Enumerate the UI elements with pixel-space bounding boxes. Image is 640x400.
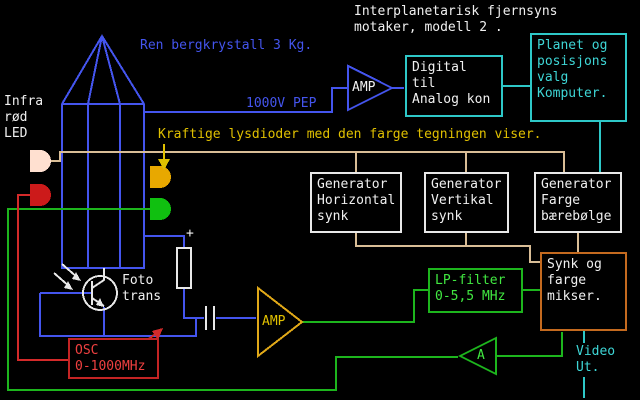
red-led-icon: [30, 184, 51, 206]
infra-line3: LED: [4, 126, 28, 141]
amp-a-label: A: [477, 348, 485, 363]
osc-line1: OSC: [75, 343, 99, 358]
red-wires: [17, 194, 68, 361]
mixer-line2: farge: [547, 273, 587, 288]
crystal-label: Ren bergkrystall 3 Kg.: [140, 38, 313, 53]
video-line2: Ut.: [576, 360, 600, 375]
title-line1: Interplanetarisk fjernsyns: [354, 4, 558, 19]
gen-h-line1: Generator: [317, 177, 388, 192]
amp-triangle-yellow-icon: [257, 285, 304, 359]
amp-triangle-a-icon: [457, 336, 497, 376]
computer-line2: posisjons: [537, 54, 608, 69]
yellow-led-icon: [150, 166, 171, 188]
dac-line1: Digital: [412, 60, 467, 75]
dac-line2: til: [412, 76, 436, 91]
tan-wires: [51, 151, 579, 263]
gen-v-line3: synk: [431, 209, 463, 224]
mixer-line3: mikser.: [547, 289, 602, 304]
video-line1: Video: [576, 344, 616, 359]
gen-v-line2: Vertikal: [431, 193, 494, 208]
computer-line1: Planet og: [537, 38, 608, 53]
gen-h-line3: synk: [317, 209, 349, 224]
gen-h-line2: Horizontal: [317, 193, 396, 208]
pep-label: 1000V PEP: [246, 96, 317, 111]
infrared-led-icon: [30, 150, 51, 172]
phototransistor-icon: [82, 268, 118, 311]
osc-line2: 0-1000MHz: [75, 359, 146, 374]
gen-f-line1: Generator: [541, 177, 612, 192]
foto-line2: trans: [122, 289, 162, 304]
amp-yellow-label: AMP: [262, 314, 286, 329]
resistor-icon: [176, 247, 192, 289]
lp-line1: LP-filter: [435, 273, 506, 288]
computer-line3: valg: [537, 70, 569, 85]
leds-note-label: Kraftige lysdioder med den farge tegning…: [158, 127, 542, 142]
infra-line1: Infra: [4, 94, 44, 109]
gen-f-line3: bærebølge: [541, 209, 612, 224]
gen-f-line2: Farge: [541, 193, 581, 208]
light-ray-arrows-icon: [53, 263, 81, 290]
title-line2: motaker, modell 2 .: [354, 20, 503, 35]
foto-line1: Foto: [122, 273, 154, 288]
lp-line2: 0-5,5 MHz: [435, 289, 506, 304]
infra-line2: rød: [4, 110, 28, 125]
plus-sign: +: [186, 226, 194, 241]
gen-v-line1: Generator: [431, 177, 502, 192]
mixer-line1: Synk og: [547, 257, 602, 272]
computer-line4: Komputer.: [537, 86, 608, 101]
dac-line3: Analog kon: [412, 92, 491, 107]
capacitor-icon: [205, 306, 215, 330]
green-led-icon: [150, 198, 171, 220]
amp-blue-label: AMP: [352, 80, 376, 95]
cyan-wires: [503, 85, 601, 398]
amp-triangle-blue-icon: [347, 64, 395, 112]
led-pointer-arrow-icon: [158, 144, 170, 170]
green-wires: [7, 208, 563, 391]
